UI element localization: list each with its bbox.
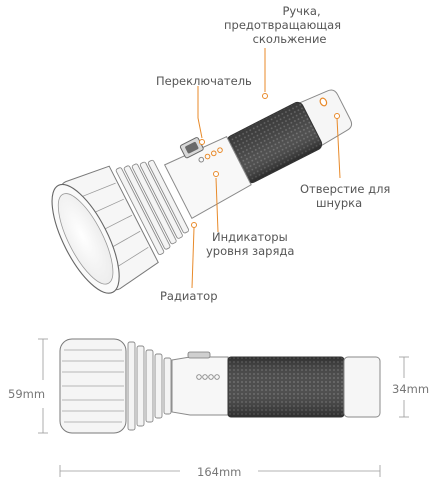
charge-indicators (198, 147, 223, 163)
side-grip (227, 356, 345, 418)
charge-indicators-label: Индикаторы уровня заряда (206, 230, 294, 258)
side-neck (171, 356, 229, 416)
side-radiator-fins (127, 341, 172, 431)
head-height-dimension: 59mm (8, 387, 46, 401)
body-height-dimension: 34mm (392, 382, 430, 396)
side-switch (187, 351, 211, 359)
indicators-label-line1: Индикаторы (212, 230, 288, 244)
switch-button (179, 137, 204, 159)
lanyard-hole (319, 97, 328, 107)
grip-label-line2: предотвращающая (224, 18, 342, 32)
grip-label-line1: Ручка, (282, 4, 321, 18)
dimension-lines (38, 338, 409, 477)
radiator-fins (115, 159, 190, 256)
tail-cap (298, 89, 353, 147)
lanyard-hole-label: Отверстие для шнурка (300, 182, 390, 210)
side-tail (343, 356, 381, 418)
lens (51, 183, 120, 294)
side-head (59, 338, 127, 434)
radiator-label: Радиатор (160, 289, 218, 303)
flashlight-perspective (51, 89, 353, 294)
flashlight-side-view (59, 338, 381, 434)
indicators-label-line2: уровня заряда (206, 244, 295, 258)
lanyard-label-line2: шнурка (316, 196, 363, 210)
grip-label: Ручка, предотвращающая скольжение (224, 4, 341, 46)
side-indicators (196, 374, 220, 380)
lanyard-label-line1: Отверстие для (300, 182, 391, 196)
length-dimension: 164mm (197, 465, 242, 479)
leader-lines (191, 48, 341, 289)
grip-label-line3: скольжение (252, 32, 327, 46)
switch-label: Переключатель (156, 74, 252, 88)
